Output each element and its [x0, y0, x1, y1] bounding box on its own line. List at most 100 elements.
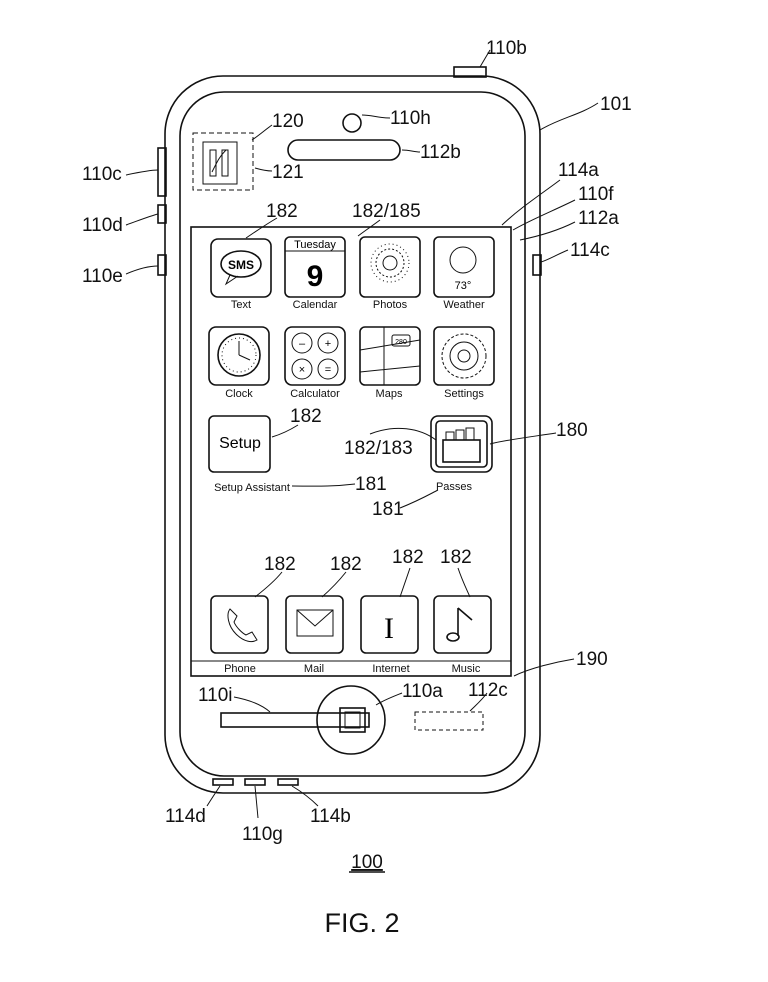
- app-icon-settings[interactable]: Settings: [433, 326, 495, 400]
- app-icon-passes[interactable]: Passes: [430, 415, 493, 493]
- leader-lines: [125, 49, 599, 819]
- app-icon-calendar[interactable]: Tuesday 9 Calendar: [284, 236, 346, 311]
- ref-110c: 110c: [82, 164, 122, 185]
- dock-internet[interactable]: I Internet: [360, 595, 419, 675]
- top-button-110b: [453, 66, 487, 78]
- touch-screen-190: [190, 226, 512, 677]
- side-port-114c: [532, 254, 542, 276]
- ref-181-setup: 181: [355, 474, 387, 495]
- ref-182-top: 182: [266, 201, 298, 222]
- ref-114c: 114c: [570, 240, 610, 261]
- volume-key-110e: [157, 254, 167, 276]
- ref-182-185: 182/185: [352, 201, 421, 222]
- ref-182-dock-music: 182: [440, 547, 472, 568]
- svg-text:×: ×: [299, 364, 305, 376]
- ref-110e: 110e: [82, 266, 123, 287]
- ref-114d: 114d: [165, 806, 206, 827]
- ref-182-setup: 182: [290, 406, 322, 427]
- ref-182-dock-mail: 182: [330, 554, 362, 575]
- phone-body: [164, 75, 541, 794]
- port-110g: [244, 778, 266, 786]
- ref-182-dock-phone: 182: [264, 554, 296, 575]
- calendar-date: 9: [307, 260, 324, 293]
- app-label-photos: Photos: [373, 299, 408, 311]
- ref-190: 190: [576, 649, 608, 670]
- ref-110h: 110h: [390, 108, 431, 129]
- front-camera-110h: [342, 113, 362, 133]
- port-114b: [277, 778, 299, 786]
- ref-181-passes: 181: [372, 499, 404, 520]
- envelope-icon: [296, 609, 334, 637]
- device-number: 100: [351, 852, 383, 873]
- sunflower-icon: [370, 243, 410, 283]
- app-label-text: Text: [231, 299, 251, 311]
- sensor-area-112c: [414, 711, 484, 731]
- app-icon-clock[interactable]: Clock: [208, 326, 270, 400]
- music-note-icon: [457, 607, 473, 636]
- ref-112c: 112c: [468, 680, 508, 701]
- ref-110d: 110d: [82, 215, 123, 236]
- app-label-maps: Maps: [376, 388, 403, 400]
- ref-110g: 110g: [242, 824, 283, 845]
- reference-numerals: 110b 101 120 110h 112b 121 110c 110d 110…: [82, 38, 632, 845]
- calendar-day: Tuesday: [294, 239, 336, 251]
- dock-label-music: Music: [452, 663, 481, 675]
- app-icon-weather[interactable]: 73° Weather: [433, 236, 495, 311]
- dock-phone[interactable]: Phone: [210, 595, 269, 675]
- app-icon-calculator[interactable]: – + × = Calculator: [284, 326, 346, 400]
- app-label-setup-assistant: Setup Assistant: [214, 482, 290, 494]
- ref-110i: 110i: [198, 685, 233, 706]
- ref-112a: 112a: [578, 208, 619, 229]
- figure-caption: FIG. 2: [324, 908, 399, 938]
- sun-icon: [449, 246, 477, 274]
- gear-icon: [441, 333, 487, 379]
- clock-icon: [217, 333, 261, 377]
- home-button-110a[interactable]: [316, 685, 386, 755]
- wallet-icon: [442, 439, 481, 463]
- app-icon-maps[interactable]: 280 Maps: [359, 326, 421, 400]
- ref-110b: 110b: [486, 38, 527, 59]
- ref-110f: 110f: [578, 184, 614, 205]
- phone-icon: [227, 608, 258, 643]
- internet-icon: I: [384, 612, 394, 645]
- app-label-clock: Clock: [225, 388, 253, 400]
- ref-120: 120: [272, 111, 304, 132]
- ref-121: 121: [272, 162, 304, 183]
- app-label-weather: Weather: [443, 299, 485, 311]
- dock-label-internet: Internet: [372, 663, 409, 675]
- ref-182-183: 182/183: [344, 438, 413, 459]
- port-114d: [212, 778, 234, 786]
- app-label-passes: Passes: [436, 481, 473, 493]
- svg-text:–: –: [299, 338, 306, 350]
- volume-key-110c: [157, 147, 167, 197]
- app-label-calendar: Calendar: [293, 299, 338, 311]
- earpiece-speaker-112b: [287, 139, 401, 161]
- home-button-sensor: [339, 707, 366, 733]
- app-icon-photos[interactable]: Photos: [359, 236, 421, 311]
- app-label-settings: Settings: [444, 388, 484, 400]
- dock-label-mail: Mail: [304, 663, 324, 675]
- ref-110a: 110a: [402, 681, 443, 702]
- dock-music[interactable]: Music: [433, 595, 492, 675]
- nfc-module-120: [192, 132, 254, 191]
- ref-114a: 114a: [558, 160, 599, 181]
- side-buttons: [157, 66, 542, 786]
- svg-text:+: +: [325, 338, 331, 350]
- setup-icon: Setup: [219, 435, 261, 452]
- dock-mail[interactable]: Mail: [285, 595, 344, 675]
- route-sign-icon: [391, 334, 411, 347]
- slider-bar-110i[interactable]: [220, 712, 370, 728]
- ref-180: 180: [556, 420, 588, 441]
- weather-temp: 73°: [455, 280, 472, 292]
- ref-182-dock-internet: 182: [392, 547, 424, 568]
- ref-112b: 112b: [420, 142, 461, 163]
- dock-label-phone: Phone: [224, 663, 256, 675]
- sms-icon: SMS: [228, 258, 254, 272]
- svg-text:=: =: [325, 364, 331, 376]
- app-icon-setup-assistant[interactable]: Setup Setup Assistant: [208, 415, 290, 494]
- ref-114b: 114b: [310, 806, 351, 827]
- svg-text:280: 280: [395, 339, 407, 346]
- app-label-calculator: Calculator: [290, 388, 340, 400]
- app-icon-text[interactable]: SMS Text: [210, 238, 272, 311]
